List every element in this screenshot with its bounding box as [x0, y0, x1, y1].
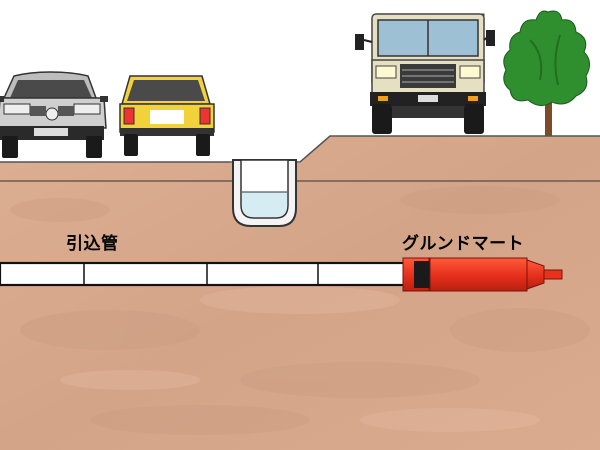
hatchback-car-icon — [119, 75, 215, 156]
ground-mole-icon — [402, 257, 563, 292]
soil-texture — [10, 186, 590, 435]
mole-label: グルンドマート — [402, 234, 525, 254]
ground-soil — [0, 136, 600, 450]
service-pipe — [0, 261, 417, 287]
tree-icon — [503, 10, 590, 136]
roadside-ditch — [232, 159, 297, 227]
truck-icon — [355, 13, 495, 134]
sedan-car-icon — [0, 71, 108, 158]
ground-surface-line — [0, 135, 600, 163]
pipe-label: 引込管 — [66, 234, 119, 254]
